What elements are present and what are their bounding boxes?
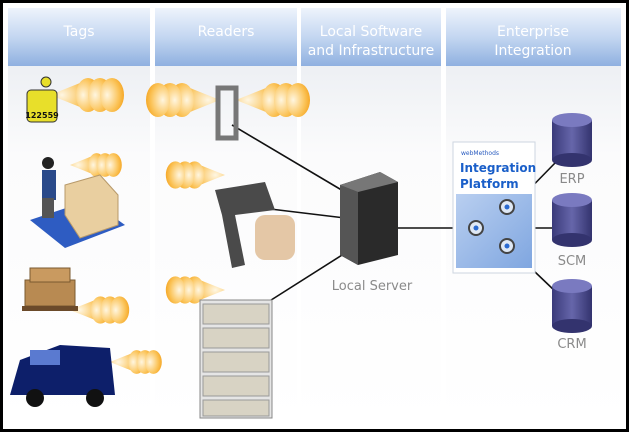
handheld-reader-icon: [165, 161, 295, 268]
database-icon: [552, 113, 592, 167]
column-title-line2: Integration: [494, 43, 571, 59]
database-scm: SCM: [552, 193, 592, 269]
database-erp: ERP: [552, 113, 592, 187]
column-title: Tags: [63, 24, 95, 40]
tag-number: 122559: [25, 111, 59, 120]
platform-title-line1: Integration: [460, 161, 536, 175]
system-label: SCM: [558, 254, 587, 269]
column-title-line2: and Infrastructure: [308, 43, 435, 59]
column-title-line1: Enterprise: [497, 24, 569, 40]
column-title-line1: Local Software: [320, 24, 422, 40]
local-server-label: Local Server: [332, 279, 413, 294]
header-local-software: [301, 8, 441, 66]
platform-brand: webMethods: [461, 150, 499, 157]
system-label: CRM: [557, 337, 586, 352]
database-crm: CRM: [552, 279, 592, 352]
truck-icon: [10, 345, 162, 407]
header-enterprise: [446, 8, 621, 66]
portal-reader-icon: [146, 83, 310, 141]
column-title: Readers: [198, 24, 255, 40]
header-readers: [155, 8, 297, 66]
platform-nodes: [468, 199, 515, 254]
system-label: ERP: [559, 172, 584, 187]
header-tags: [8, 8, 150, 66]
platform-title-line2: Platform: [460, 177, 519, 191]
animal-ear-tag: 122559: [25, 76, 124, 123]
integration-platform: webMethods Integration Platform: [452, 141, 536, 274]
cases-pallet-icon: [22, 267, 130, 324]
database-icon: [552, 193, 592, 247]
shelf-reader-icon: [165, 276, 273, 419]
pallet-worker-icon: [30, 153, 125, 248]
local-server-icon: [340, 172, 398, 265]
database-icon: [552, 279, 592, 333]
